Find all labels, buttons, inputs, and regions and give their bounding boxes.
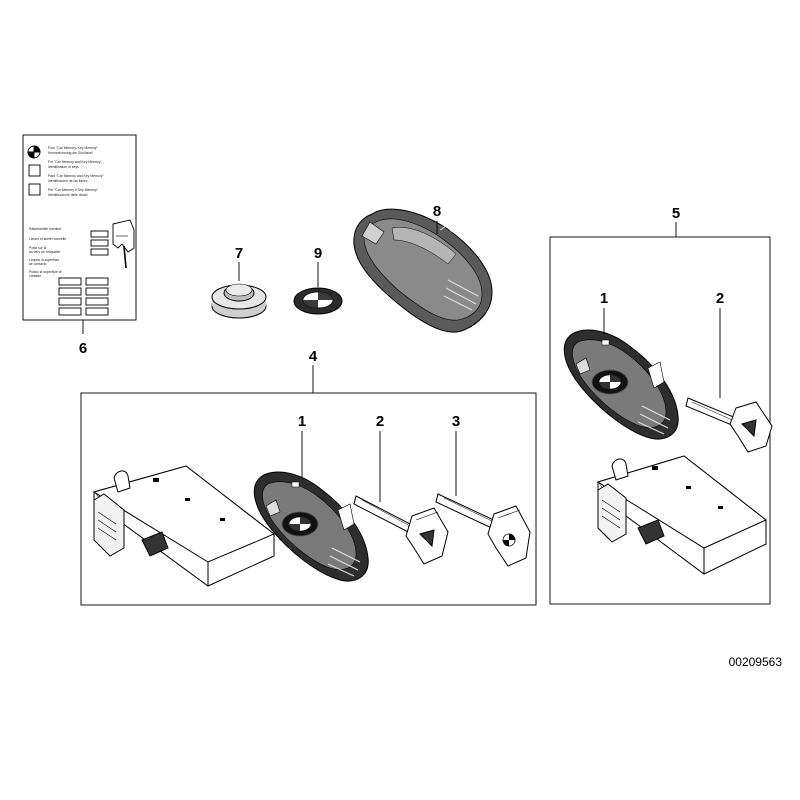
callout-9: 9: [313, 245, 323, 262]
card-line: Per "Car Memory e Key Memory": [48, 188, 99, 192]
card-line: Limpiar la superficie: [29, 258, 59, 262]
card-line: Para "Car Memory and Key Memory": [48, 174, 105, 178]
callout-1-right: 1: [599, 290, 609, 307]
callout-3-kit: 3: [451, 413, 461, 430]
callout-2-right: 2: [715, 290, 725, 307]
remote-key-illustration: [253, 471, 369, 582]
card-line: For "Car Memory and Key Memory": [48, 160, 102, 164]
card-line: Porte sur la: [29, 246, 46, 250]
drawing-number: 00209563: [728, 655, 782, 669]
card-line: Identification of keys: [48, 165, 79, 169]
key-blade-right-illustration: [685, 397, 773, 453]
emblem-illustration: [293, 287, 343, 315]
identification-card: [22, 134, 137, 321]
callout-4: 4: [308, 348, 318, 365]
kit-5-frame: [549, 236, 771, 605]
callout-7: 7: [234, 245, 244, 262]
control-unit-right-illustration: [596, 455, 767, 575]
callout-5: 5: [671, 205, 681, 222]
callout-2-kit: 2: [375, 413, 385, 430]
card-line: Identificación de las llaves: [48, 179, 88, 183]
mechanical-key-illustration: [435, 493, 531, 567]
control-unit-illustration: [92, 465, 275, 587]
remote-key-right-illustration: [563, 329, 679, 440]
key-housing-illustration: [353, 208, 493, 333]
card-line: de contacto: [29, 262, 47, 266]
callout-8: 8: [432, 203, 442, 220]
card-line: Räderfamilie montiert: [29, 227, 61, 231]
callout-1-kit: 1: [297, 413, 307, 430]
card-text-block: Pour "Car Memory, Key Memory" Kennzeichn…: [29, 146, 105, 278]
kit-4-frame: [80, 392, 537, 606]
card-line: Pulisci la superficie di: [29, 270, 62, 274]
callout-6: 6: [78, 340, 88, 357]
card-line: Kennzeichnung der Schlüssel: [48, 151, 93, 155]
card-line: Lieues et stiefel warnelle: [29, 237, 66, 241]
card-line: au vers de l'étiquette: [29, 250, 60, 254]
card-line: contatto: [29, 274, 41, 278]
card-line: Pour "Car Memory, Key Memory": [48, 146, 99, 150]
battery-illustration: [211, 283, 267, 319]
key-blade-illustration: [353, 495, 449, 565]
card-line: Identificazione delle chiavi: [48, 193, 88, 197]
